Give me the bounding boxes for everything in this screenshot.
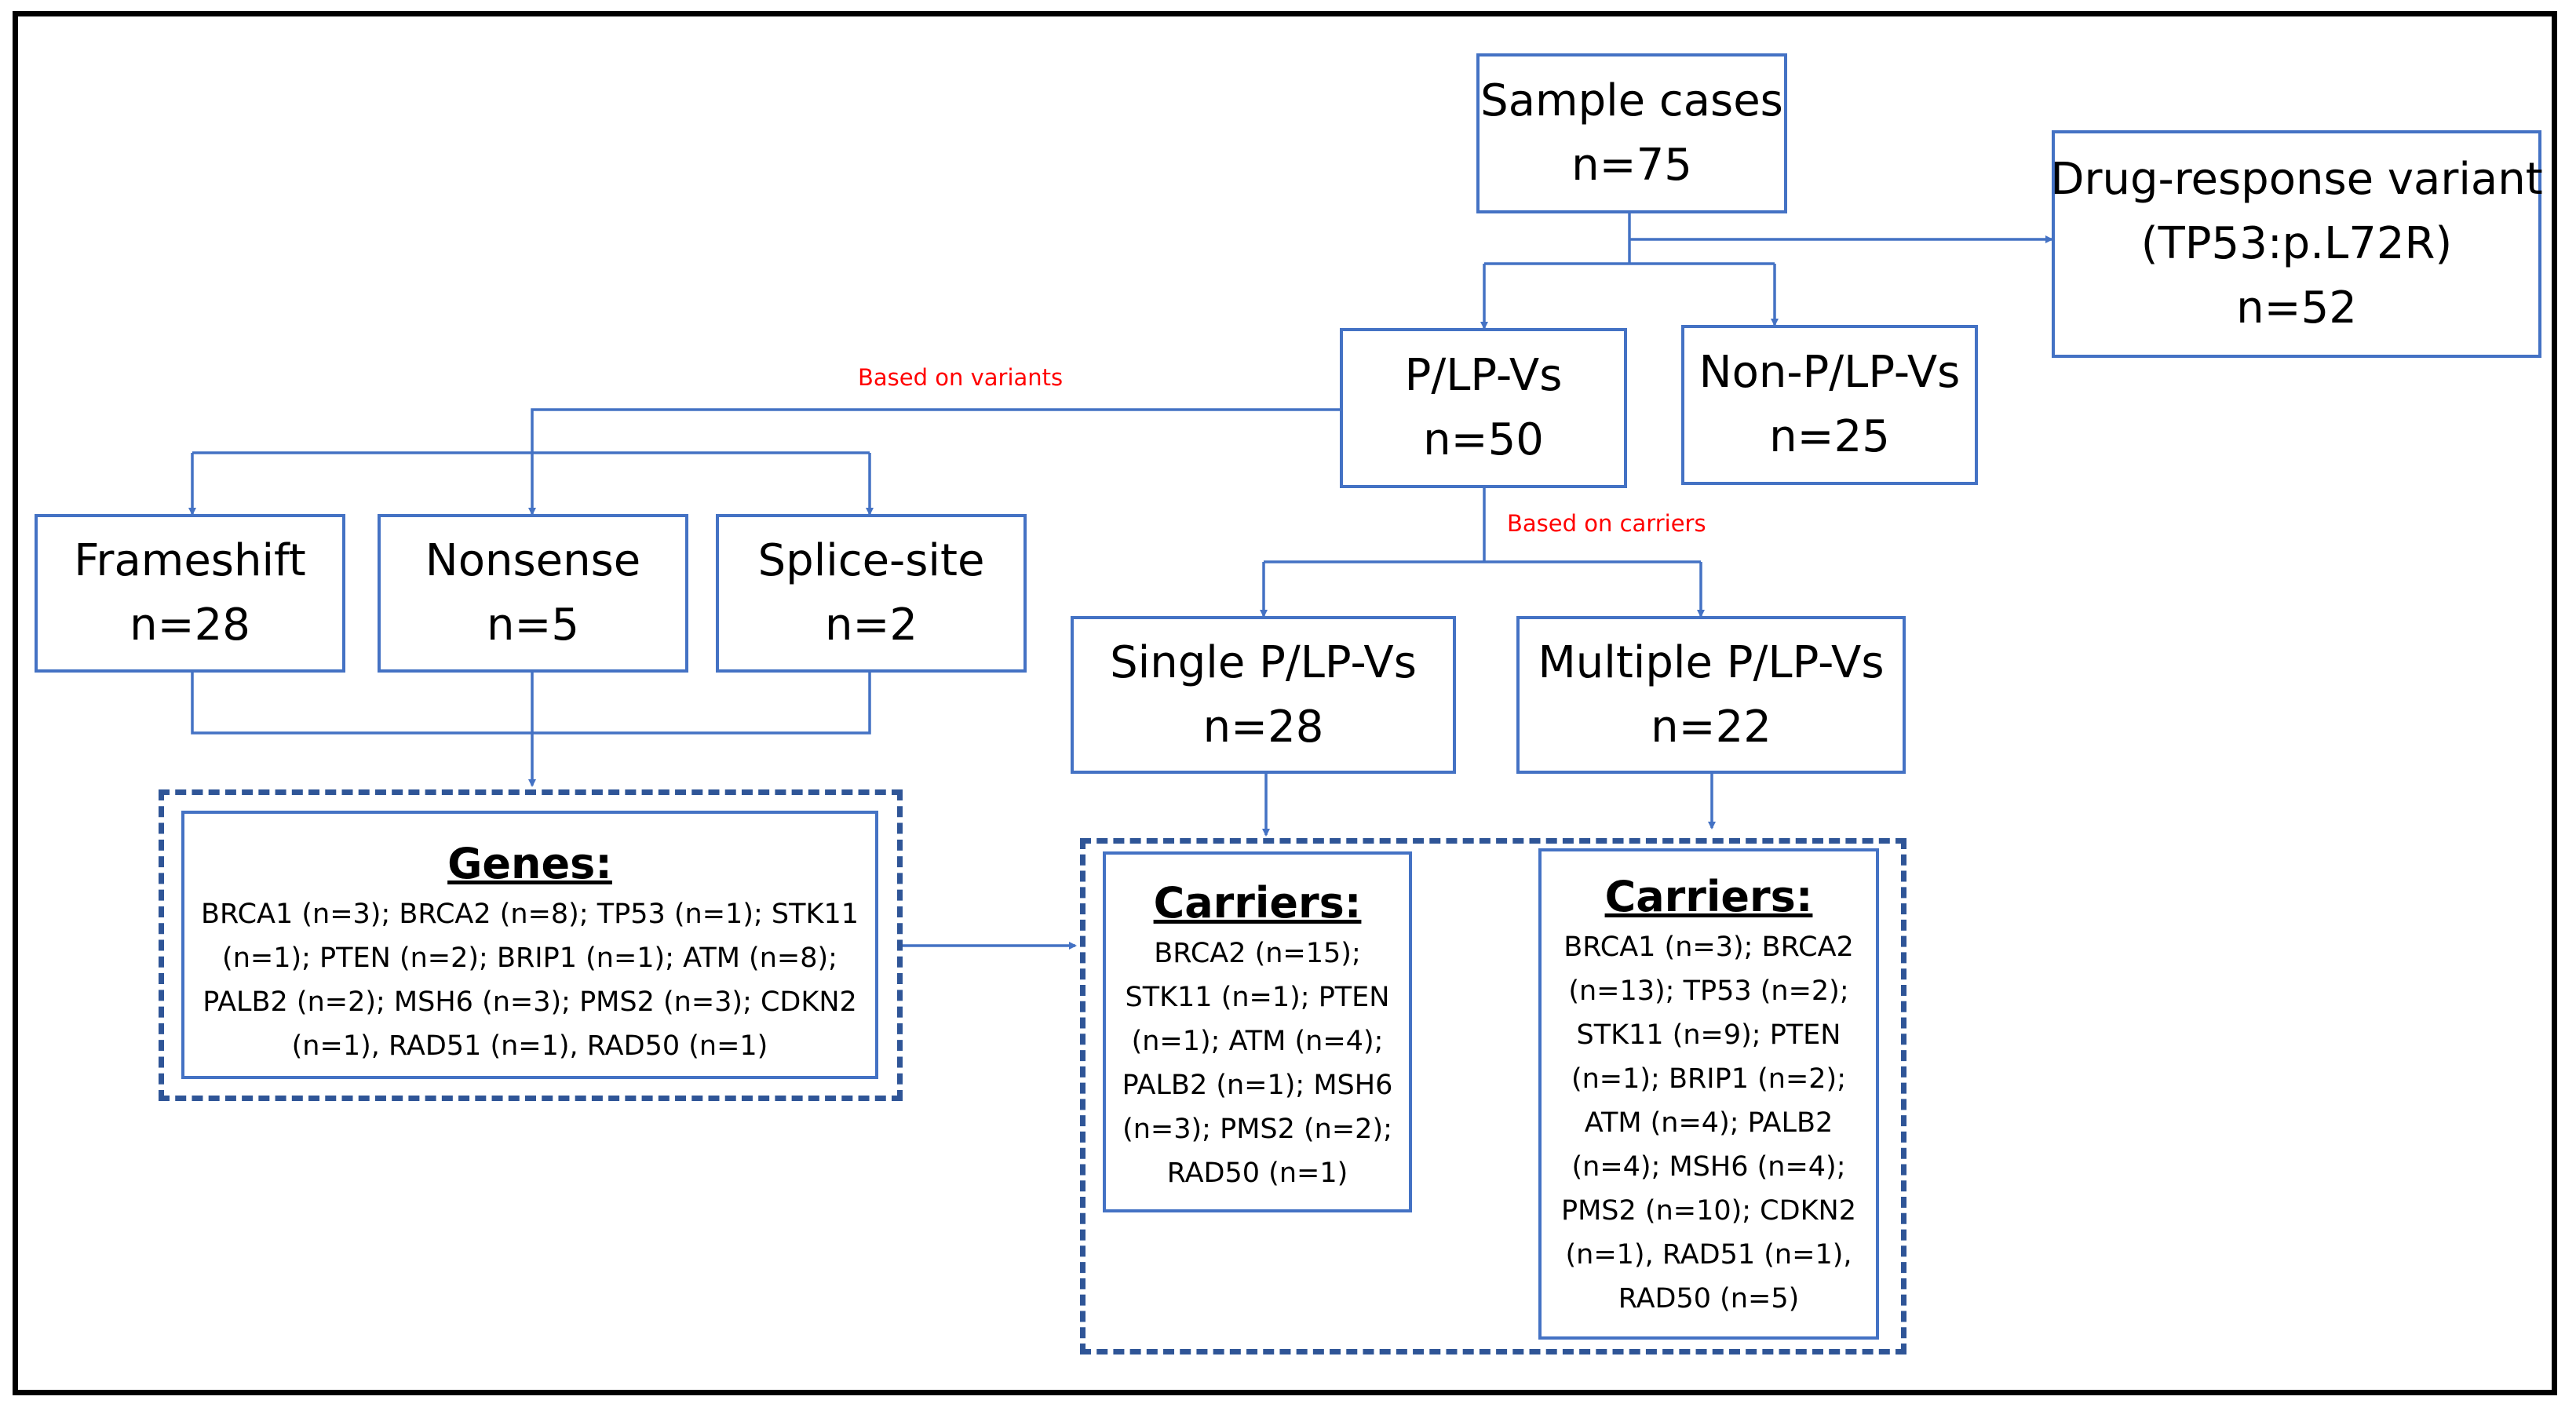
carriers-single-line: (n=3); PMS2 (n=2); [1122, 1114, 1392, 1145]
carriers-single-line: PALB2 (n=1); MSH6 [1122, 1070, 1393, 1101]
multiple-plp-count: n=22 [1651, 701, 1771, 753]
genes-line: BRCA1 (n=3); BRCA2 (n=8); TP53 (n=1); ST… [201, 899, 859, 930]
carriers-multiple-line: PMS2 (n=10); CDKN2 [1561, 1195, 1856, 1227]
splice-site-count: n=2 [824, 600, 918, 651]
based-on-carriers-label: Based on carriers [1507, 510, 1706, 537]
nonplp-box: Non-P/LP-Vs n=25 [1681, 325, 1978, 485]
frameshift-title: Frameshift [74, 535, 306, 586]
plp-title: P/LP-Vs [1404, 350, 1563, 401]
single-plp-box: Single P/LP-Vs n=28 [1071, 616, 1456, 774]
plp-box: P/LP-Vs n=50 [1340, 328, 1627, 488]
genes-heading: Genes: [447, 839, 612, 888]
carriers-multiple-line: (n=4); MSH6 (n=4); [1571, 1151, 1846, 1183]
carriers-multiple-line: (n=1); BRIP1 (n=2); [1571, 1063, 1847, 1095]
multiple-plp-title: Multiple P/LP-Vs [1538, 636, 1885, 688]
carriers-multiple-line: (n=1), RAD51 (n=1), [1565, 1239, 1852, 1271]
drug-response-variant: (TP53:p.L72R) [2140, 218, 2453, 269]
nonplp-count: n=25 [1769, 411, 1890, 462]
single-plp-count: n=28 [1202, 701, 1324, 753]
drug-response-box: Drug-response variant (TP53:p.L72R) n=52 [2050, 130, 2543, 358]
carriers-multiple-box: Carriers: BRCA1 (n=3); BRCA2 (n=13); TP5… [1538, 848, 1879, 1340]
carriers-multiple-heading: Carriers: [1604, 872, 1813, 921]
nonplp-title: Non-P/LP-Vs [1698, 347, 1961, 398]
splice-site-title: Splice-site [757, 535, 985, 586]
sample-cases-box: Sample cases n=75 [1476, 53, 1787, 213]
multiple-plp-box: Multiple P/LP-Vs n=22 [1516, 616, 1906, 774]
carriers-dashed-group [1080, 838, 1906, 1354]
carriers-multiple-line: BRCA1 (n=3); BRCA2 [1563, 932, 1854, 963]
genes-box: Genes: BRCA1 (n=3); BRCA2 (n=8); TP53 (n… [181, 811, 878, 1079]
frameshift-box: Frameshift n=28 [35, 514, 345, 673]
based-on-variants-label: Based on variants [858, 364, 1064, 391]
nonsense-box: Nonsense n=5 [378, 514, 688, 673]
carriers-single-line: RAD50 (n=1) [1166, 1158, 1348, 1189]
carriers-multiple-line: STK11 (n=9); PTEN [1576, 1019, 1841, 1051]
carriers-multiple-line: (n=13); TP53 (n=2); [1568, 975, 1849, 1007]
carriers-single-line: (n=1); ATM (n=4); [1131, 1026, 1384, 1057]
carriers-multiple-line: ATM (n=4); PALB2 [1584, 1107, 1833, 1139]
carriers-single-box: Carriers: BRCA2 (n=15); STK11 (n=1); PTE… [1103, 851, 1412, 1212]
edge-plp-to-variants [528, 408, 1340, 516]
carriers-multiple-list: BRCA1 (n=3); BRCA2 (n=13); TP53 (n=2); S… [1561, 925, 1856, 1321]
drug-response-title: Drug-response variant [2050, 154, 2543, 205]
genes-line: (n=1); PTEN (n=2); BRIP1 (n=1); ATM (n=8… [222, 942, 837, 974]
frameshift-count: n=28 [130, 600, 250, 651]
nonsense-title: Nonsense [425, 535, 641, 586]
genes-line: PALB2 (n=2); MSH6 (n=3); PMS2 (n=3); CDK… [203, 986, 857, 1018]
sample-cases-title: Sample cases [1480, 75, 1783, 126]
splice-site-box: Splice-site n=2 [716, 514, 1027, 673]
carriers-single-heading: Carriers: [1153, 878, 1362, 928]
carriers-single-line: STK11 (n=1); PTEN [1125, 982, 1390, 1013]
carriers-single-list: BRCA2 (n=15); STK11 (n=1); PTEN (n=1); A… [1122, 932, 1393, 1195]
drug-response-count: n=52 [2236, 283, 2357, 334]
carriers-multiple-line: RAD50 (n=5) [1618, 1283, 1800, 1314]
genes-list: BRCA1 (n=3); BRCA2 (n=8); TP53 (n=1); ST… [201, 892, 859, 1068]
single-plp-title: Single P/LP-Vs [1110, 636, 1417, 688]
genes-line: (n=1), RAD51 (n=1), RAD50 (n=1) [291, 1030, 768, 1062]
plp-count: n=50 [1423, 414, 1544, 465]
carriers-single-line: BRCA2 (n=15); [1154, 938, 1361, 969]
nonsense-count: n=5 [486, 600, 580, 651]
genes-dashed-group [159, 789, 903, 1101]
sample-cases-count: n=75 [1571, 140, 1692, 191]
